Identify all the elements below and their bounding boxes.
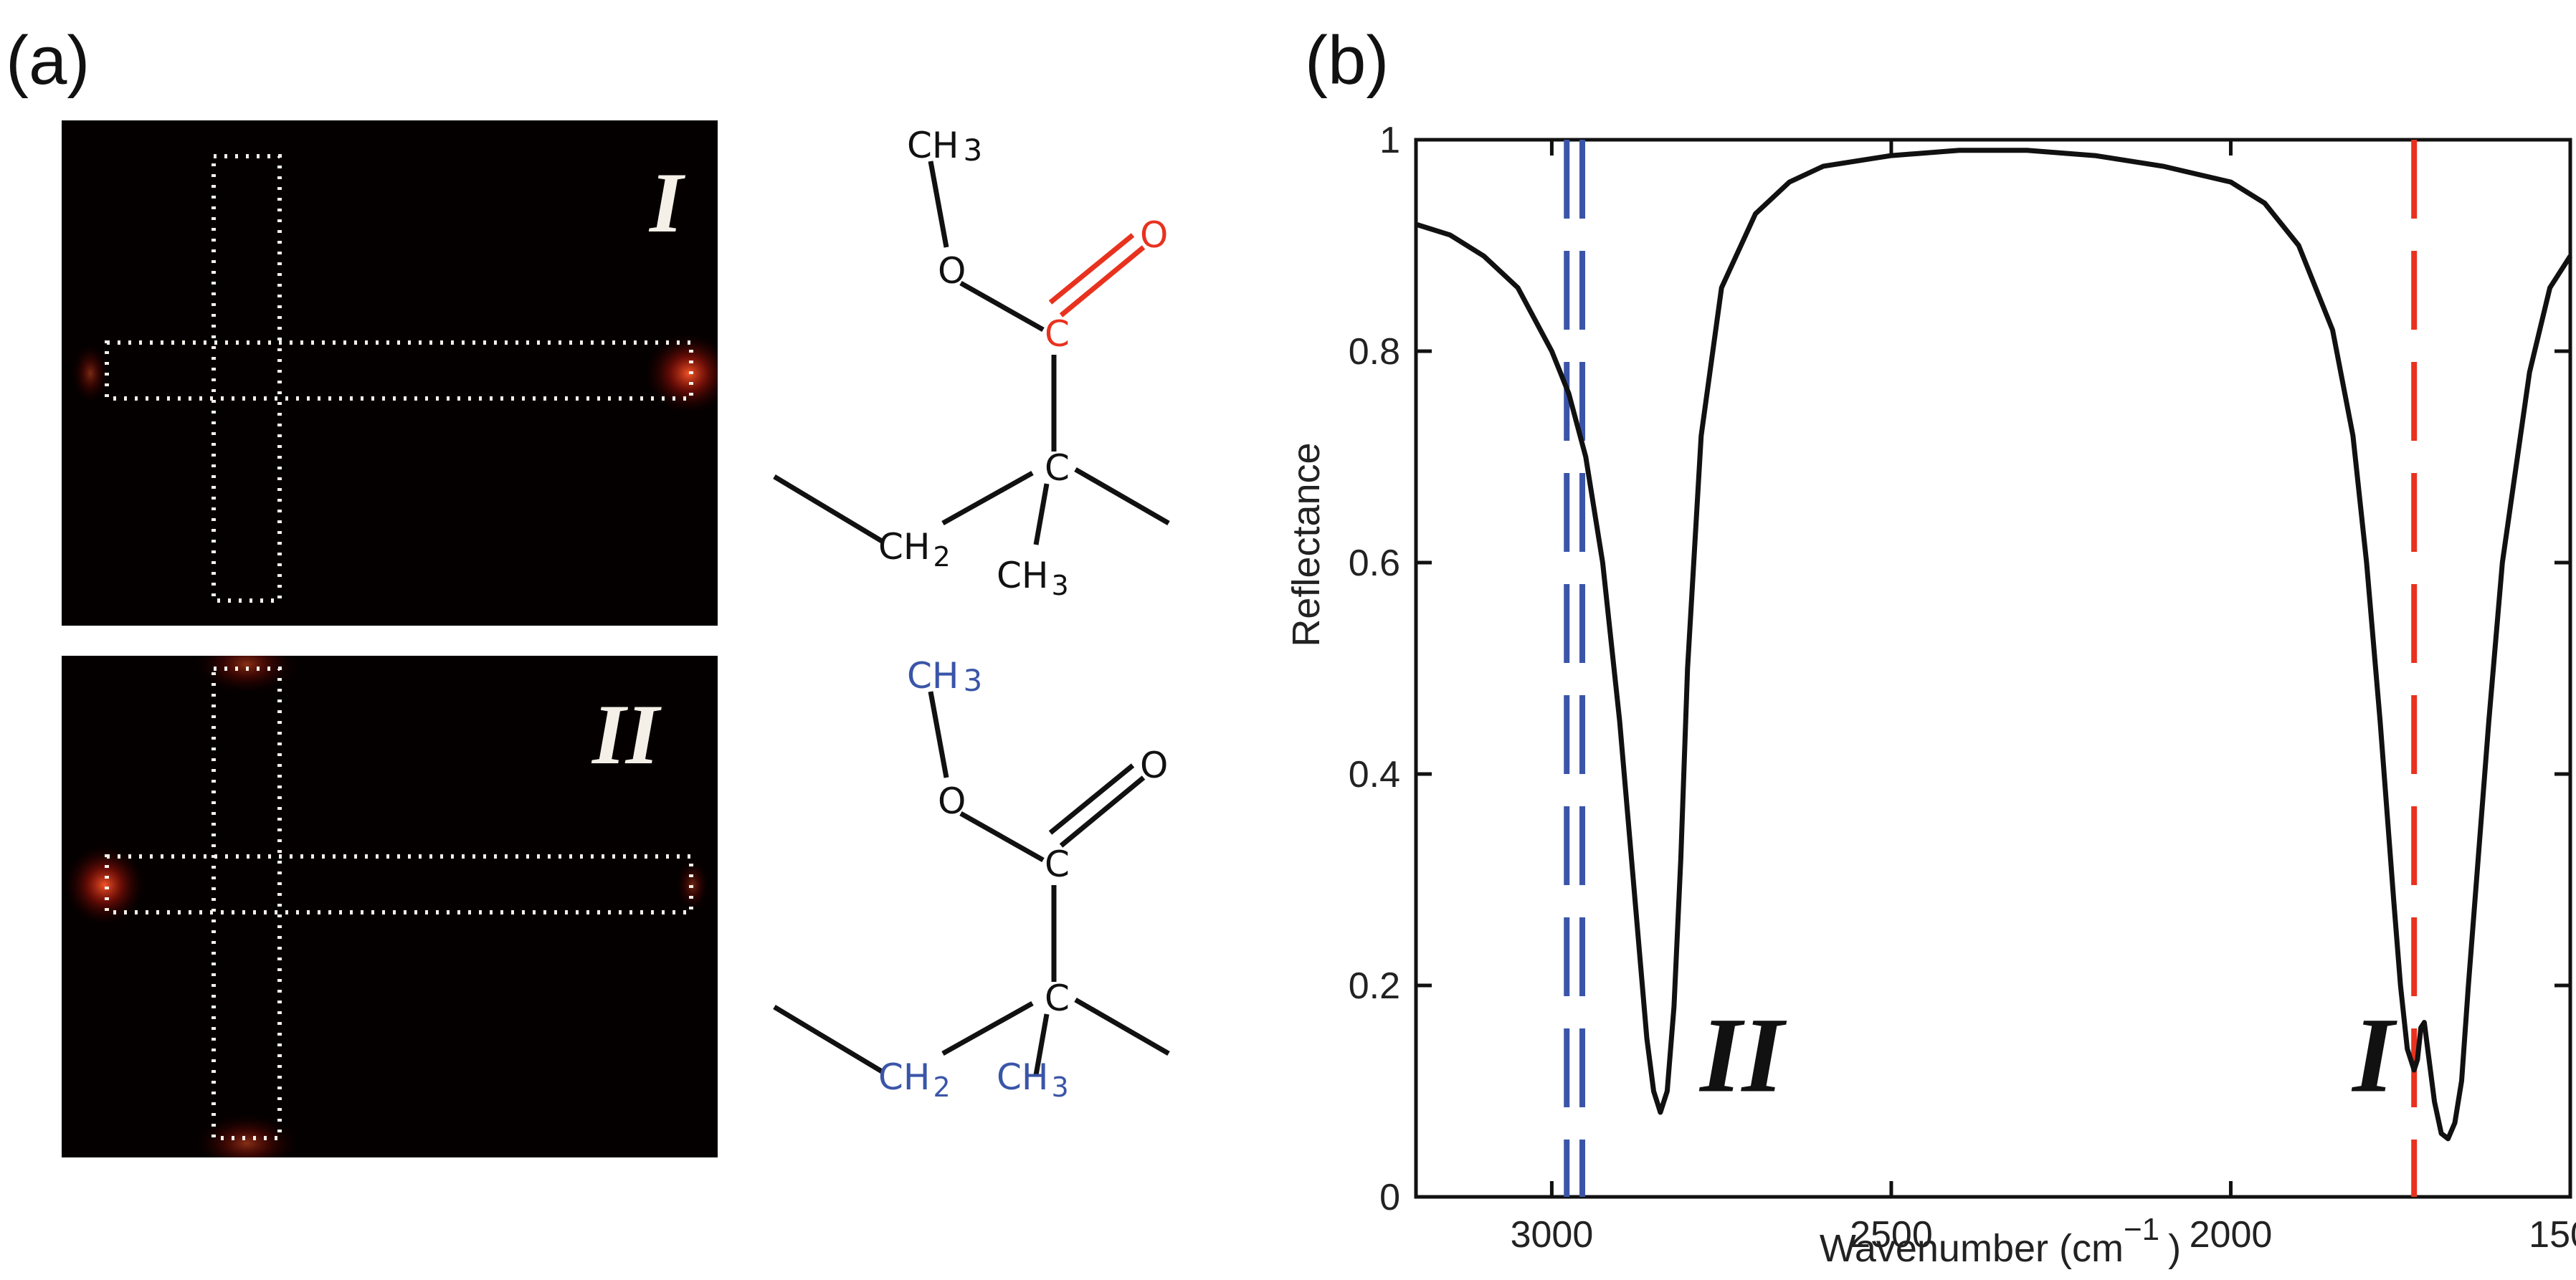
- x-tick-label: 1500: [2529, 1214, 2576, 1256]
- y-axis-label: Reflectance: [1285, 442, 1328, 646]
- panel-label-a: (a): [6, 22, 90, 99]
- field-hotspot-left: [72, 345, 108, 402]
- peak-annotation: I: [2351, 996, 2397, 1115]
- atom-carbonyl-carbon: C: [1045, 844, 1070, 885]
- reflectance-chart-svg: 00.20.40.60.813000250020001500III Reflec…: [1285, 120, 2576, 1270]
- bond-ch2-left: [773, 1004, 883, 1074]
- atom-carbonyl-carbon: C: [1045, 313, 1070, 355]
- field-map-bottom-svg: II: [65, 656, 708, 1157]
- cross-horizontal-arm: [105, 854, 693, 914]
- plot-frame: [1414, 138, 2572, 1199]
- y-tick-label: 0.6: [1349, 543, 1400, 584]
- bond-ch3-o: [928, 161, 949, 248]
- field-hotspot-bottom: [196, 1114, 297, 1157]
- bond-c-right: [1074, 997, 1170, 1056]
- x-tick-label: 2500: [1850, 1214, 1933, 1256]
- field-hotspot-top: [196, 656, 297, 693]
- field-hotspot-left: [65, 846, 144, 925]
- bond-c-o-double-1: [1059, 245, 1146, 317]
- cross-horizontal-arm: [105, 340, 693, 401]
- peak-annotation: II: [1698, 996, 1787, 1115]
- bond-c-ch2: [941, 470, 1034, 526]
- reflectance-chart: 00.20.40.60.813000250020001500III Reflec…: [1255, 72, 2576, 1280]
- bond-c-right: [1074, 467, 1170, 526]
- panel-label-b: (b): [1305, 22, 1389, 99]
- atom-quaternary-carbon: C: [1045, 447, 1070, 489]
- bond-c-o-double-2: [1048, 233, 1135, 305]
- field-label-top: I: [648, 155, 686, 250]
- bond-c-ch3: [1033, 1013, 1050, 1076]
- x-tick-label: 3000: [1511, 1214, 1594, 1256]
- y-tick-label: 0.8: [1349, 331, 1400, 373]
- atom-oxygen-single: O: [938, 250, 966, 292]
- field-hotspot-right: [646, 334, 718, 413]
- cross-vertical-arm: [212, 154, 282, 603]
- bond-ch3-o: [928, 691, 949, 778]
- bond-ch2-left: [773, 474, 883, 544]
- y-tick-label: 0: [1379, 1177, 1400, 1218]
- series-line: [1415, 148, 2572, 1142]
- cross-vertical-arm: [212, 667, 282, 1140]
- bond-o-c: [959, 811, 1045, 863]
- atom-oxygen-double: O: [1140, 214, 1168, 256]
- atom-oxygen-double: O: [1140, 745, 1168, 786]
- bond-c-o-double-1: [1059, 775, 1146, 848]
- bond-c-ch2: [941, 1000, 1034, 1056]
- field-map-bottom: II: [62, 656, 718, 1157]
- x-tick-label: 2000: [2190, 1214, 2273, 1256]
- x-axis-label: Wavenumber (cm−1): [1820, 1212, 2181, 1270]
- bond-c-o-double-2: [1048, 763, 1135, 835]
- y-tick-label: 0.4: [1349, 754, 1400, 796]
- atom-oxygen-single: O: [938, 780, 966, 822]
- field-map-top-svg: I: [72, 154, 718, 603]
- bond-o-c: [959, 280, 1045, 333]
- field-label-bottom: II: [591, 687, 662, 782]
- y-tick-label: 0.2: [1349, 965, 1400, 1007]
- atom-quaternary-carbon: C: [1045, 978, 1070, 1019]
- y-tick-label: 1: [1379, 120, 1400, 161]
- field-map-top: I: [62, 120, 718, 626]
- bond-c-ch3: [1033, 483, 1050, 545]
